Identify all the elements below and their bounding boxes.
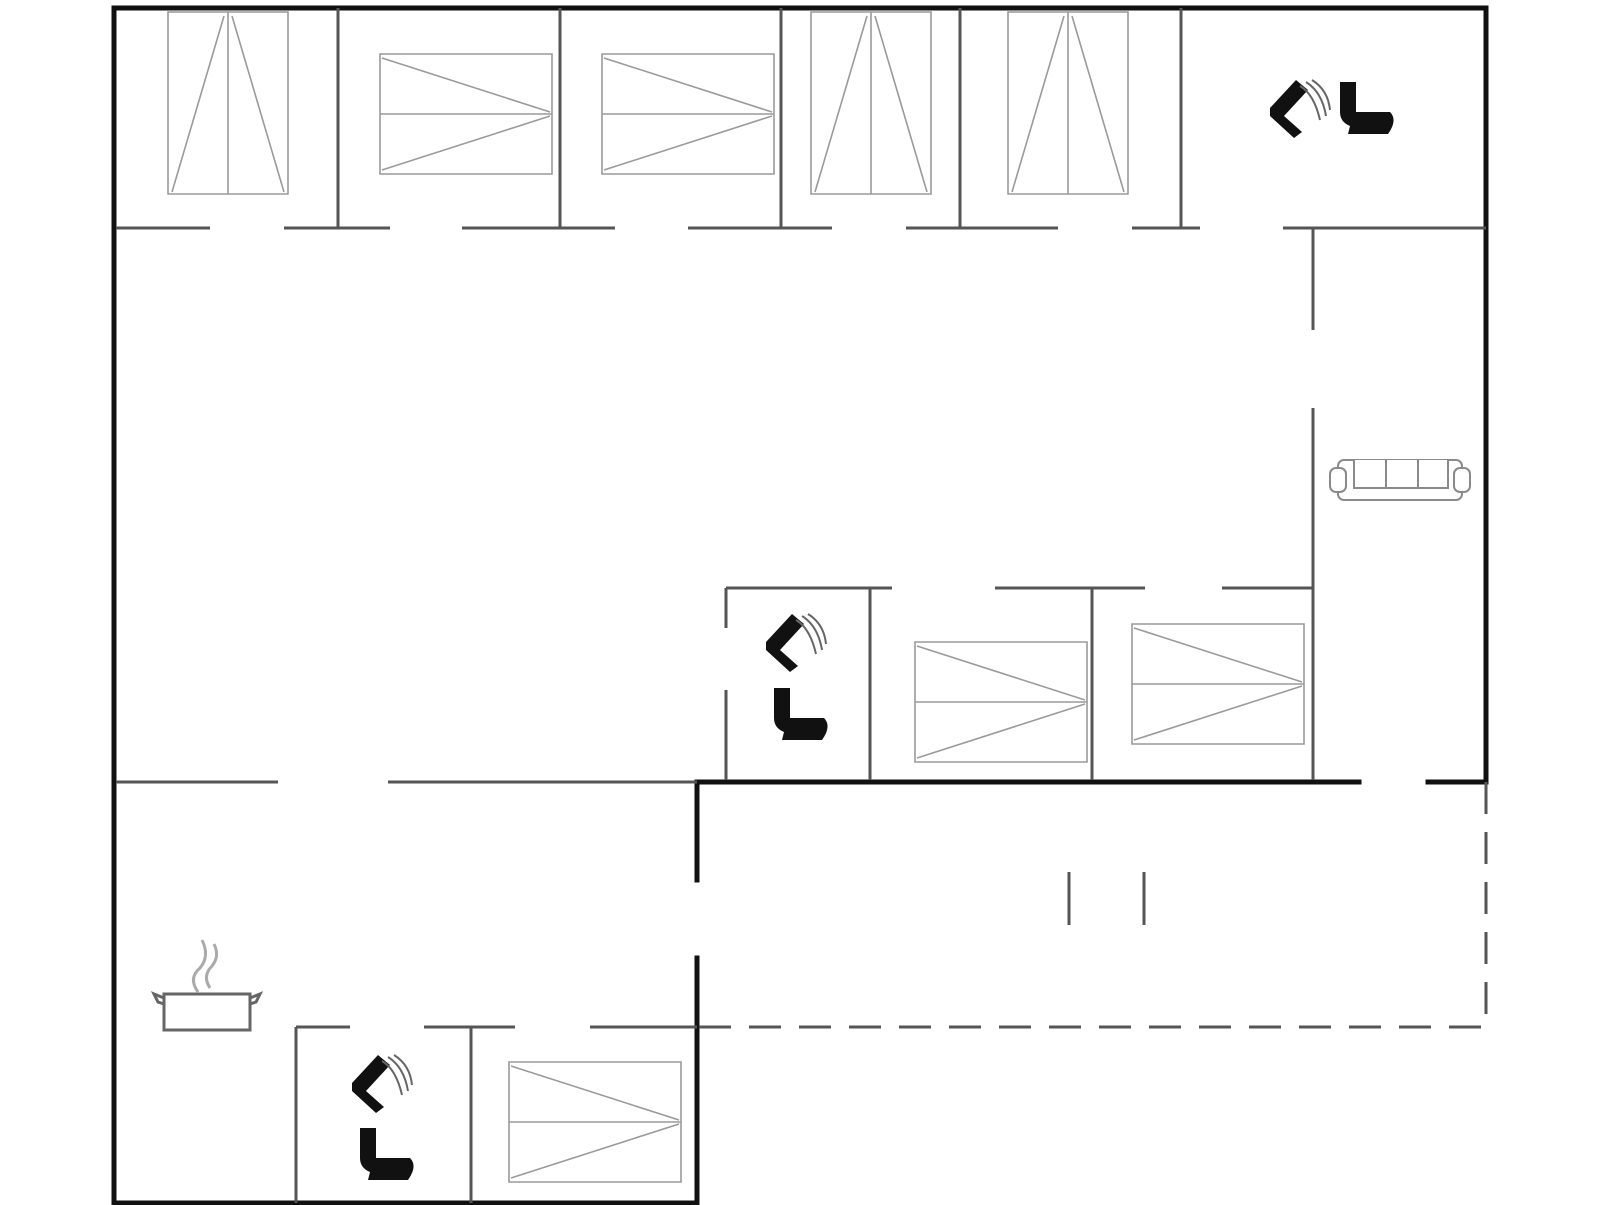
- top-room-partitions: [116, 8, 1486, 588]
- shower-icon: [765, 613, 827, 673]
- toilet-icon: [360, 1128, 414, 1180]
- shower-icon: [1269, 79, 1331, 139]
- bed-icon: [167, 11, 289, 195]
- exterior-wall: [111, 5, 1489, 1205]
- bed-icon: [1131, 623, 1305, 745]
- terrace-outline: [697, 782, 1488, 1029]
- sofa-icon: [1329, 459, 1471, 501]
- toilet-icon: [1340, 82, 1394, 134]
- bed-icon: [379, 53, 553, 175]
- shower-icon: [351, 1054, 413, 1114]
- toilet-icon: [774, 688, 828, 740]
- bed-icon: [1007, 11, 1129, 195]
- bed-icon: [601, 53, 775, 175]
- bed-icon: [914, 641, 1088, 763]
- bed-icon: [810, 11, 932, 195]
- bed-icon: [508, 1061, 682, 1183]
- cooking-pot-icon: [152, 938, 262, 1032]
- bottom-room-partitions: [294, 1025, 697, 1203]
- middle-room-partitions: [116, 586, 1315, 784]
